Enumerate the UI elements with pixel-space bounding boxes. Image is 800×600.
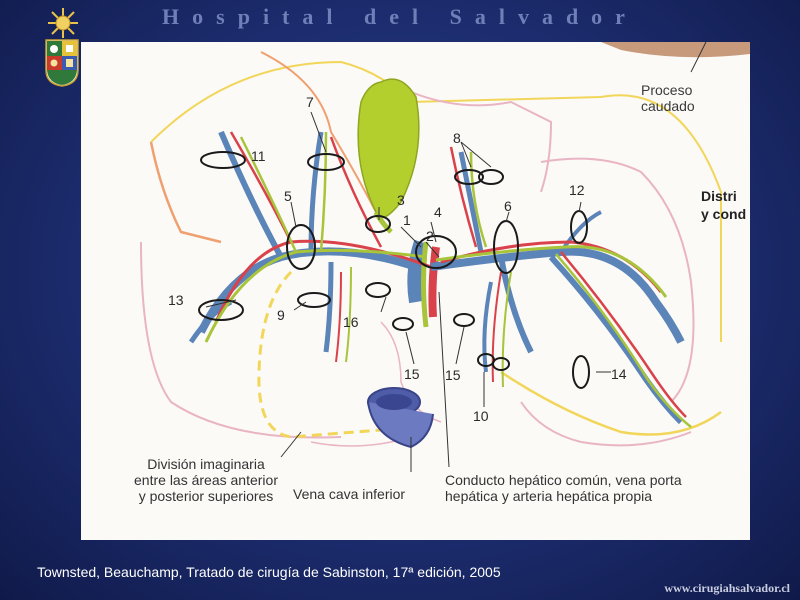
source-citation: Townsted, Beauchamp, Tratado de cirugía … [37, 564, 501, 580]
label-proceso-caudado-line2: caudado [641, 98, 695, 114]
number-16: 16 [343, 314, 359, 330]
number-2: 2 [426, 228, 434, 244]
caption-division-imaginaria-line2: entre las áreas anterior [134, 472, 278, 488]
number-1: 1 [403, 212, 411, 228]
caption-division-imaginaria-line3: y posterior superiores [138, 488, 274, 504]
number-3: 3 [397, 192, 405, 208]
number-13: 13 [168, 292, 184, 308]
number-8: 8 [453, 130, 461, 146]
number-15-left: 15 [404, 366, 420, 382]
number-10: 10 [473, 408, 489, 424]
label-distribucion-line1: Distri [701, 188, 737, 204]
caption-conducto-line2: hepática y arteria hepática propia [445, 488, 653, 504]
number-15-right: 15 [445, 367, 461, 383]
number-4: 4 [434, 204, 442, 220]
liver-anatomy-figure: Proceso caudado Distri y cond 7 8 11 12 … [81, 42, 750, 540]
liver-vessel-diagram [140, 42, 750, 472]
website-url: www.cirugiahsalvador.cl [664, 581, 790, 595]
number-9: 9 [277, 307, 285, 323]
university-shield-icon [45, 39, 79, 87]
number-6: 6 [504, 198, 512, 214]
label-proceso-caudado-line1: Proceso [641, 82, 693, 98]
number-7: 7 [306, 94, 314, 110]
caption-vena-cava-inferior: Vena cava inferior [293, 486, 406, 502]
number-12: 12 [569, 182, 585, 198]
caption-division-imaginaria-line1: División imaginaria [147, 456, 265, 472]
number-11: 11 [251, 148, 266, 164]
number-5: 5 [284, 188, 292, 204]
number-14: 14 [611, 366, 627, 382]
caption-conducto-line1: Conducto hepático común, vena porta [445, 472, 682, 488]
header-title: Hospital del Salvador [162, 4, 638, 29]
sun-emblem-icon [48, 8, 78, 38]
label-distribucion-line2: y cond [701, 206, 747, 222]
